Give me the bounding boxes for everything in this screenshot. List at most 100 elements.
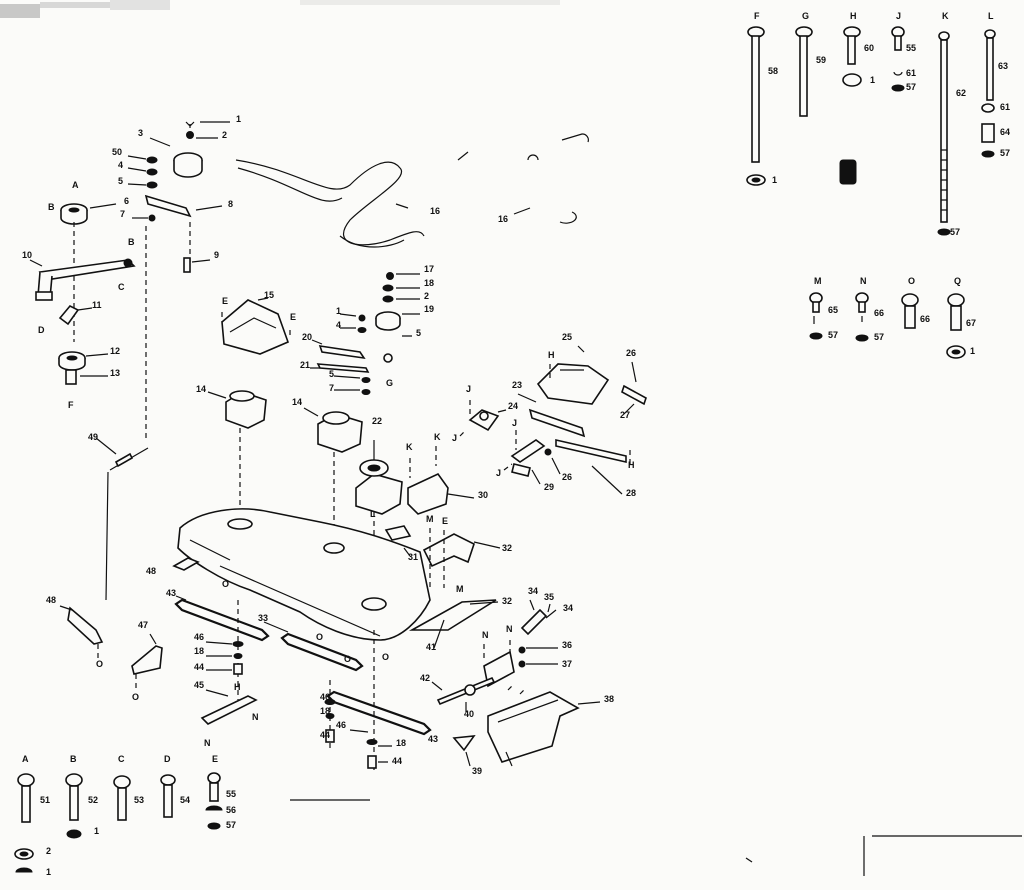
spindle-housing-center (303, 407, 363, 542)
letter-lH4: H (850, 11, 857, 21)
bolt-q-67 (946, 293, 966, 359)
label-p57b: 57 (906, 82, 916, 92)
scan-marks-bottom (290, 799, 1022, 876)
label-p46a: 46 (194, 632, 204, 642)
idler-bracket-center (310, 313, 412, 395)
label-p1f: 1 (772, 175, 777, 185)
links-34-35 (520, 599, 557, 636)
label-p32a: 32 (502, 543, 512, 553)
letter-lJ4: J (496, 468, 501, 478)
label-p57a: 57 (226, 820, 236, 830)
label-p38: 38 (604, 694, 614, 704)
letter-lG2: G (802, 11, 809, 21)
label-p1d: 1 (46, 867, 51, 877)
label-p44c: 44 (392, 756, 402, 766)
rod-42 (431, 676, 496, 712)
label-p17: 17 (424, 264, 434, 274)
label-p57d: 57 (950, 227, 960, 237)
label-p48a: 48 (146, 566, 156, 576)
label-p55a: 55 (226, 789, 236, 799)
idler-bracket (132, 194, 223, 273)
label-p9: 9 (214, 250, 219, 260)
label-p7a: 7 (120, 209, 125, 219)
label-p26a: 26 (626, 348, 636, 358)
bolt-l-63 (981, 29, 996, 158)
label-p64: 64 (1000, 127, 1010, 137)
label-p5b: 5 (416, 328, 421, 338)
label-p44b: 44 (320, 730, 330, 740)
letter-lO5: O (344, 654, 351, 664)
label-p50a: 50 (112, 147, 122, 157)
label-p46b: 46 (320, 692, 330, 702)
letter-lN2: N (506, 624, 513, 634)
label-p66b: 66 (920, 314, 930, 324)
label-p29: 29 (544, 482, 554, 492)
label-p53: 53 (134, 795, 144, 805)
label-p40: 40 (464, 709, 474, 719)
label-p1e: 1 (870, 75, 875, 85)
label-p49: 49 (88, 432, 98, 442)
bracket-29 (503, 430, 561, 485)
letter-lH1: H (548, 350, 555, 360)
bolt-h-60 (842, 26, 862, 87)
label-p45: 45 (194, 680, 204, 690)
bolt-g-59 (795, 26, 813, 117)
letter-lE4: E (212, 754, 218, 764)
label-p14b: 14 (292, 397, 302, 407)
label-p66a: 66 (874, 308, 884, 318)
label-p8: 8 (228, 199, 233, 209)
blade-adapter-left (200, 641, 258, 725)
bolt-o-66 (901, 293, 919, 329)
idler-arm (29, 258, 136, 301)
letter-lB1: B (48, 202, 55, 212)
front-bracket-32 (422, 528, 501, 588)
chute-38 (487, 685, 601, 767)
idler-pulley-lower (58, 351, 109, 385)
label-p2a: 2 (222, 130, 227, 140)
label-p15: 15 (264, 290, 274, 300)
letter-lN1: N (482, 630, 489, 640)
label-p58: 58 (768, 66, 778, 76)
letter-lM2: M (456, 584, 464, 594)
clip-39 (452, 735, 476, 767)
label-p63: 63 (998, 61, 1008, 71)
label-p2b: 2 (424, 291, 429, 301)
letter-lB3: B (70, 754, 77, 764)
label-p57c: 57 (1000, 148, 1010, 158)
blade-adapter-center (324, 699, 336, 743)
letter-lE2: E (290, 312, 296, 322)
label-p65: 65 (828, 305, 838, 315)
letter-lB2: B (128, 237, 135, 247)
letter-lO2: O (96, 659, 103, 669)
label-p60: 60 (864, 43, 874, 53)
letter-lC1: C (118, 282, 125, 292)
letter-lK2: K (434, 432, 441, 442)
spacer-11 (58, 305, 93, 326)
label-p1a: 1 (236, 114, 241, 124)
letter-lM1: M (426, 514, 434, 524)
label-p1g: 1 (970, 346, 975, 356)
belt-guard-15 (221, 297, 291, 355)
label-p6: 6 (124, 196, 129, 206)
letter-lF2: F (754, 11, 760, 21)
label-p18a: 18 (424, 278, 434, 288)
letter-lO6: O (382, 652, 389, 662)
label-p2c: 2 (46, 846, 51, 856)
letter-lA2: A (22, 754, 29, 764)
label-p26b: 26 (562, 472, 572, 482)
blade-center (263, 621, 364, 672)
label-p1c: 1 (94, 826, 99, 836)
hardware-d-54 (160, 774, 176, 818)
bolt-f-58 (746, 26, 766, 186)
letter-lL2: L (988, 11, 994, 21)
letter-lN5: N (860, 276, 867, 286)
letter-lD2: D (164, 754, 171, 764)
label-p14a: 14 (196, 384, 206, 394)
label-p11: 11 (92, 300, 102, 310)
label-p5a: 5 (118, 176, 123, 186)
scan-noise (0, 0, 560, 18)
drive-belt (235, 133, 589, 248)
letter-lQ1: Q (954, 276, 961, 286)
